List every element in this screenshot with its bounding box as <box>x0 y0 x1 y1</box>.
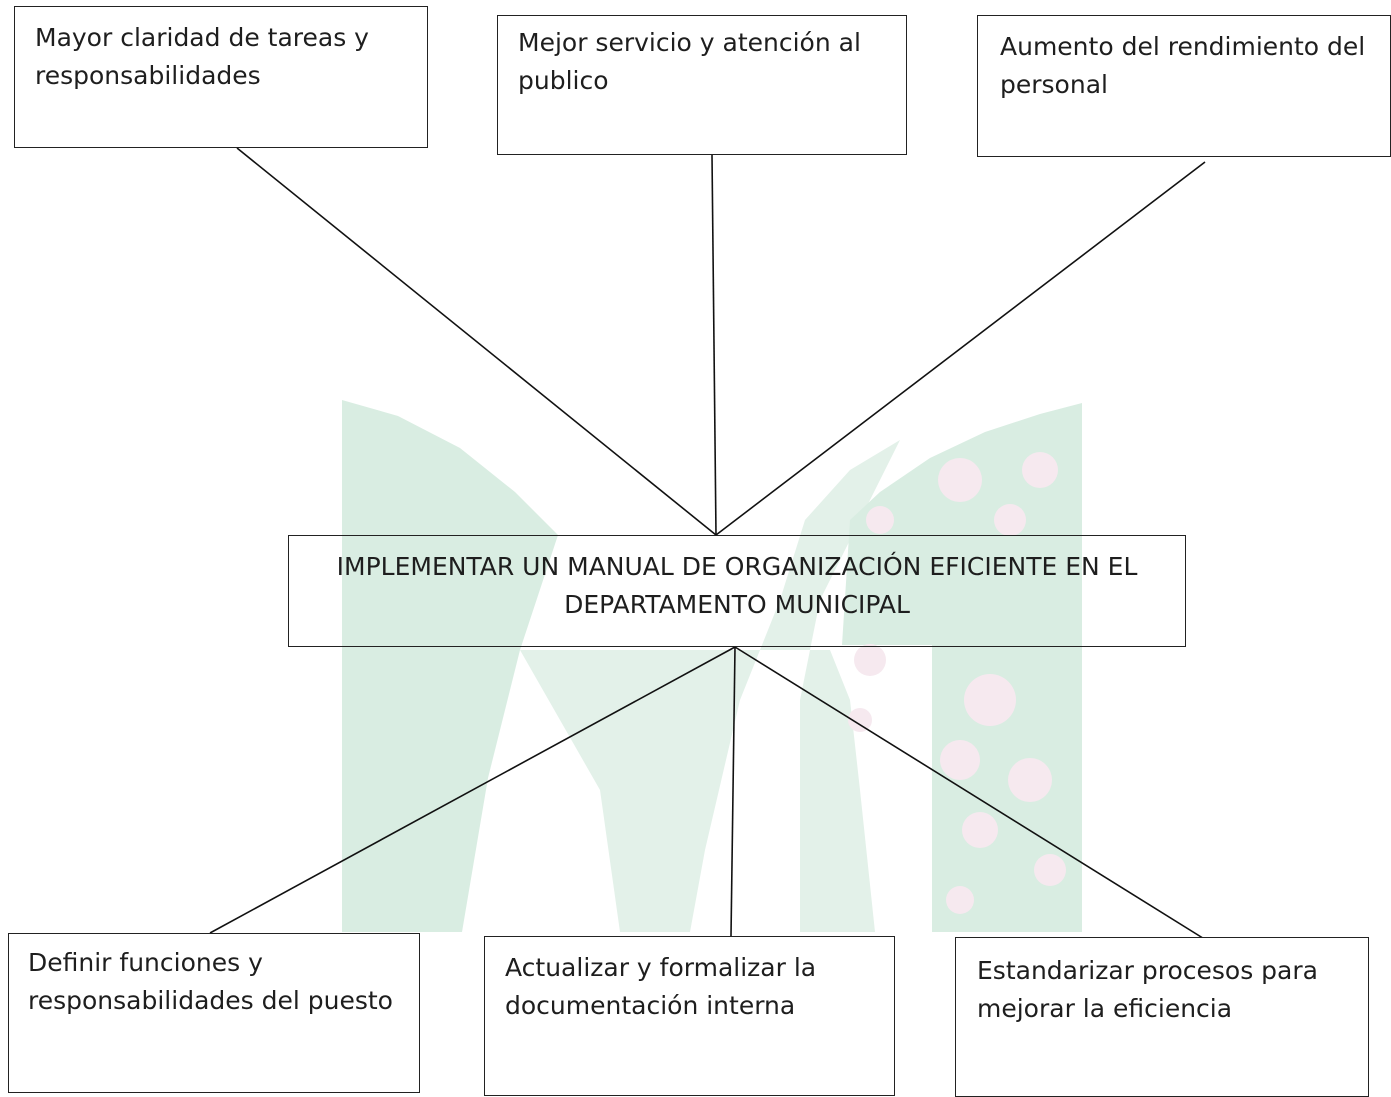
connector-top-left <box>236 147 717 536</box>
action-box-1-line1: Definir funciones y <box>28 948 263 977</box>
action-box-2-line2: documentación interna <box>505 991 796 1020</box>
watermark-middle-arch <box>520 440 900 932</box>
central-objective-box: IMPLEMENTAR UN MANUAL DE ORGANIZACIÓN EF… <box>288 535 1186 647</box>
effect-box-3-line2: personal <box>1000 70 1108 99</box>
effect-box-1-line2: responsabilidades <box>35 61 261 90</box>
connector-top-mid <box>711 154 717 536</box>
action-box-3-line1: Estandarizar procesos para <box>977 956 1318 985</box>
central-objective-line1: IMPLEMENTAR UN MANUAL DE ORGANIZACIÓN EF… <box>336 552 1138 581</box>
action-box-1-line2: responsabilidades del puesto <box>28 986 393 1015</box>
watermark-left-stem <box>342 400 558 932</box>
action-box-3-line2: mejorar la eficiencia <box>977 994 1233 1023</box>
effect-box-3: Aumento del rendimiento del personal <box>977 15 1391 157</box>
connector-bottom-mid <box>730 646 736 937</box>
effect-box-2: Mejor servicio y atención al publico <box>497 15 907 155</box>
connector-lines <box>209 147 1207 941</box>
action-box-2: Actualizar y formalizar la documentación… <box>484 936 895 1096</box>
effect-box-2-line2: publico <box>518 66 609 95</box>
effect-box-3-line1: Aumento del rendimiento del <box>1000 32 1366 61</box>
connector-top-right <box>715 161 1206 536</box>
watermark-floral-pattern <box>848 452 1066 914</box>
action-box-1: Definir funciones y responsabilidades de… <box>8 933 420 1093</box>
effect-box-2-line1: Mejor servicio y atención al <box>518 28 861 57</box>
action-box-3: Estandarizar procesos para mejorar la ef… <box>955 937 1369 1097</box>
action-box-2-line1: Actualizar y formalizar la <box>505 953 817 982</box>
connector-bottom-left <box>209 646 736 934</box>
connector-bottom-right <box>734 646 1207 941</box>
effect-box-1-line1: Mayor claridad de tareas y <box>35 23 369 52</box>
central-objective-line2: DEPARTAMENTO MUNICIPAL <box>564 590 910 619</box>
effect-box-1: Mayor claridad de tareas y responsabilid… <box>14 6 428 148</box>
